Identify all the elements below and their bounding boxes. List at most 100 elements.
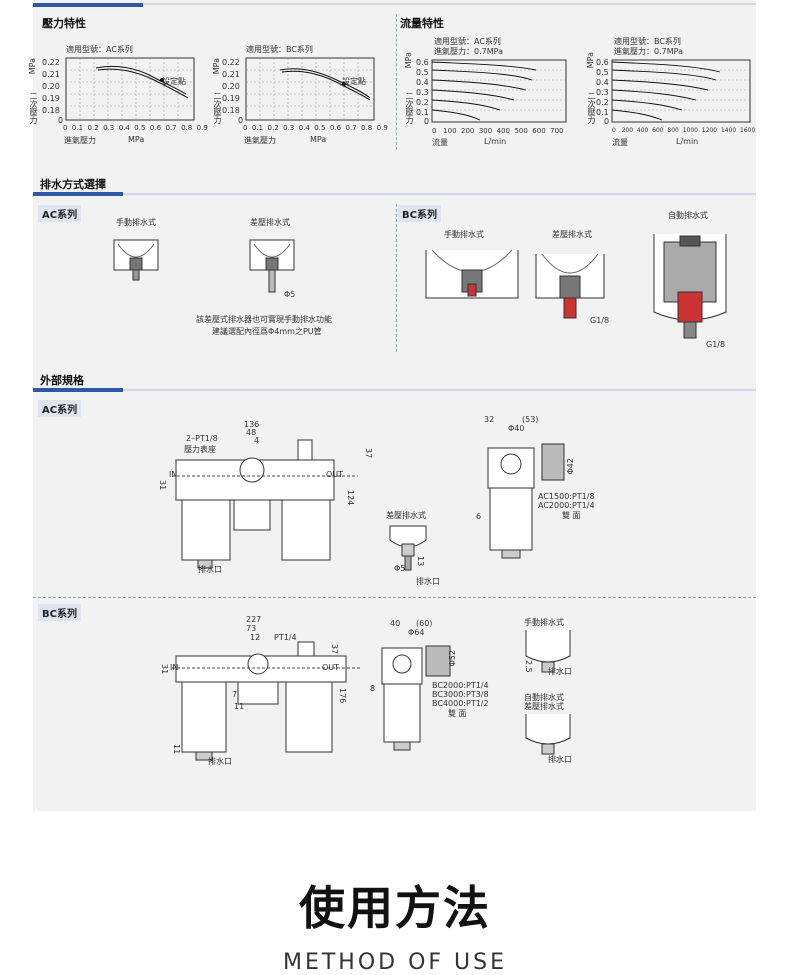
ac-d32: 32	[484, 415, 495, 424]
fchart-ac-xunit: L/min	[484, 137, 507, 146]
footer	[0, 830, 790, 967]
pchart-ac-xunit: MPa	[128, 135, 145, 144]
xtick: 800	[667, 127, 679, 134]
bc-port1: BC2000:PT1/4	[432, 681, 489, 690]
fchart-ac-yunit: MPa	[404, 52, 413, 69]
xtick: 0	[63, 124, 68, 132]
xtick: 0.3	[103, 124, 115, 132]
pchart-ac-ytick: 0.20	[42, 82, 60, 91]
section-drain-rule	[33, 192, 756, 196]
xtick: 100	[443, 127, 457, 135]
pchart-ac-xticks: 0 0.1 0.2 0.3 0.4 0.5 0.6 0.7 0.8 0.9	[63, 124, 208, 132]
ac-both: 雙 面	[562, 511, 581, 520]
drain-note-1: 該差壓式排水器也可實現手動排水功能	[196, 315, 332, 324]
xtick: 500	[514, 127, 528, 135]
fchart-bc-ytick: 0.2	[596, 98, 609, 107]
xtick: 0.1	[251, 124, 264, 132]
xtick: 0.3	[283, 124, 295, 132]
xtick: 0.7	[345, 124, 357, 132]
bc-auto1: 自動排水式	[524, 693, 564, 702]
xtick: 0.6	[149, 124, 162, 132]
bc-d52: Φ52	[448, 650, 457, 667]
top-rule	[33, 3, 756, 7]
fchart-bc-ytick: 0.4	[596, 78, 609, 87]
fchart-ac-model: 適用型號：AC系列	[434, 37, 501, 46]
ac-d37: 37	[364, 448, 373, 459]
xtick: 0.1	[71, 124, 84, 132]
pchart-ac-model: 適用型號：AC系列	[66, 45, 133, 54]
bc-d31: 31	[160, 664, 169, 675]
ac-drain: 排水口	[198, 565, 222, 574]
fchart-bc-ytick: 0.1	[596, 108, 609, 117]
ac-out: OUT	[326, 470, 344, 479]
xtick: 300	[478, 127, 493, 135]
fchart-ac-ytick: 0.6	[416, 58, 429, 67]
ac-gauge: 壓力表座	[184, 445, 216, 454]
pchart-bc-model: 適用型號：BC系列	[246, 45, 313, 54]
fchart-ac-ylabel: 二次壓力	[405, 92, 414, 124]
xtick: 1200	[701, 127, 718, 134]
pchart-bc-ytick: 0.21	[222, 70, 240, 79]
ac-drain2: 排水口	[416, 577, 440, 586]
fchart-ac-inlet: 進氣壓力：0.7MPa	[434, 47, 503, 56]
ac-d40: Φ40	[508, 424, 525, 433]
pchart-bc-ytick: 0.18	[222, 106, 240, 115]
bc-auto2: 差壓排水式	[524, 702, 564, 711]
pchart-ac-xlabel: 進氣壓力	[64, 136, 96, 145]
ac-diff: 差壓排水式	[386, 511, 426, 520]
pchart-ac-ytick: 0.18	[42, 106, 60, 115]
xtick: 0.5	[134, 124, 146, 132]
fchart-ac-ytick: 0.4	[416, 78, 429, 87]
fchart-ac-ytick: 0.3	[416, 88, 429, 97]
drain-bc-manual-drawing	[425, 249, 519, 299]
drain-bc-g18b: G1/8	[706, 340, 726, 349]
pchart-bc-ytick: 0	[238, 116, 244, 125]
pchart-ac-ylabel: 二次壓力	[29, 92, 38, 124]
bc-d64: Φ64	[408, 628, 425, 637]
ac-in: IN	[169, 470, 178, 479]
pchart-bc-xunit: MPa	[310, 135, 327, 144]
fchart-ac-plot	[431, 59, 567, 123]
pchart-ac-yunit: MPa	[28, 58, 37, 75]
xtick: 0.2	[87, 124, 99, 132]
drain-ac-manual: 手動排水式	[116, 218, 156, 227]
ac-phi5: Φ5	[394, 564, 406, 573]
pchart-ac-setpoint: 設定點	[162, 77, 186, 86]
fchart-bc-ylabel: 二次壓力	[587, 92, 596, 124]
ext-ac-tag: AC系列	[38, 400, 82, 417]
ac-d53: (53)	[522, 415, 539, 424]
xtick: 0.2	[267, 124, 279, 132]
ext-ac-diff-drawing	[389, 525, 427, 571]
drain-bc-tag: BC系列	[398, 205, 441, 222]
bc-d176: 176	[338, 688, 347, 704]
fchart-ac-xlabel: 流量	[432, 138, 448, 147]
ext-ac-front-drawing	[172, 439, 358, 569]
ac-d136: 136	[244, 420, 260, 429]
xtick: 0.7	[165, 124, 177, 132]
xtick: 600	[532, 127, 546, 135]
xtick: 0.8	[361, 124, 373, 132]
divider	[396, 14, 397, 150]
ext-bc-auto-drawing	[525, 714, 571, 755]
xtick: 400	[636, 127, 649, 134]
xtick: 0.4	[118, 124, 130, 132]
section-pressure: 壓力特性	[42, 17, 86, 30]
ac-d124: 124	[346, 490, 355, 506]
ext-bc-tag: BC系列	[38, 604, 81, 621]
fchart-bc-xunit: L/min	[676, 137, 699, 146]
divider	[33, 597, 756, 598]
bc-d227: 227	[246, 615, 262, 624]
fchart-bc-plot	[611, 59, 751, 123]
pchart-bc-ytick: 0.19	[222, 94, 240, 103]
xtick: 400	[496, 127, 511, 135]
bc-d12: 12	[250, 633, 261, 642]
divider	[396, 204, 397, 352]
drain-ac-manual-drawing	[113, 239, 159, 281]
ac-port2: AC2000:PT1/4	[538, 501, 595, 510]
bc-d8: 8	[370, 684, 376, 693]
pchart-bc-xticks: 0 0.1 0.2 0.3 0.4 0.5 0.6 0.7 0.8 0.9	[243, 124, 388, 132]
bc-port3: BC4000:PT1/2	[432, 699, 489, 708]
drain-ac-diff-drawing	[249, 239, 295, 293]
fchart-ac-ytick: 0.5	[416, 68, 429, 77]
xtick: 200	[460, 127, 475, 135]
